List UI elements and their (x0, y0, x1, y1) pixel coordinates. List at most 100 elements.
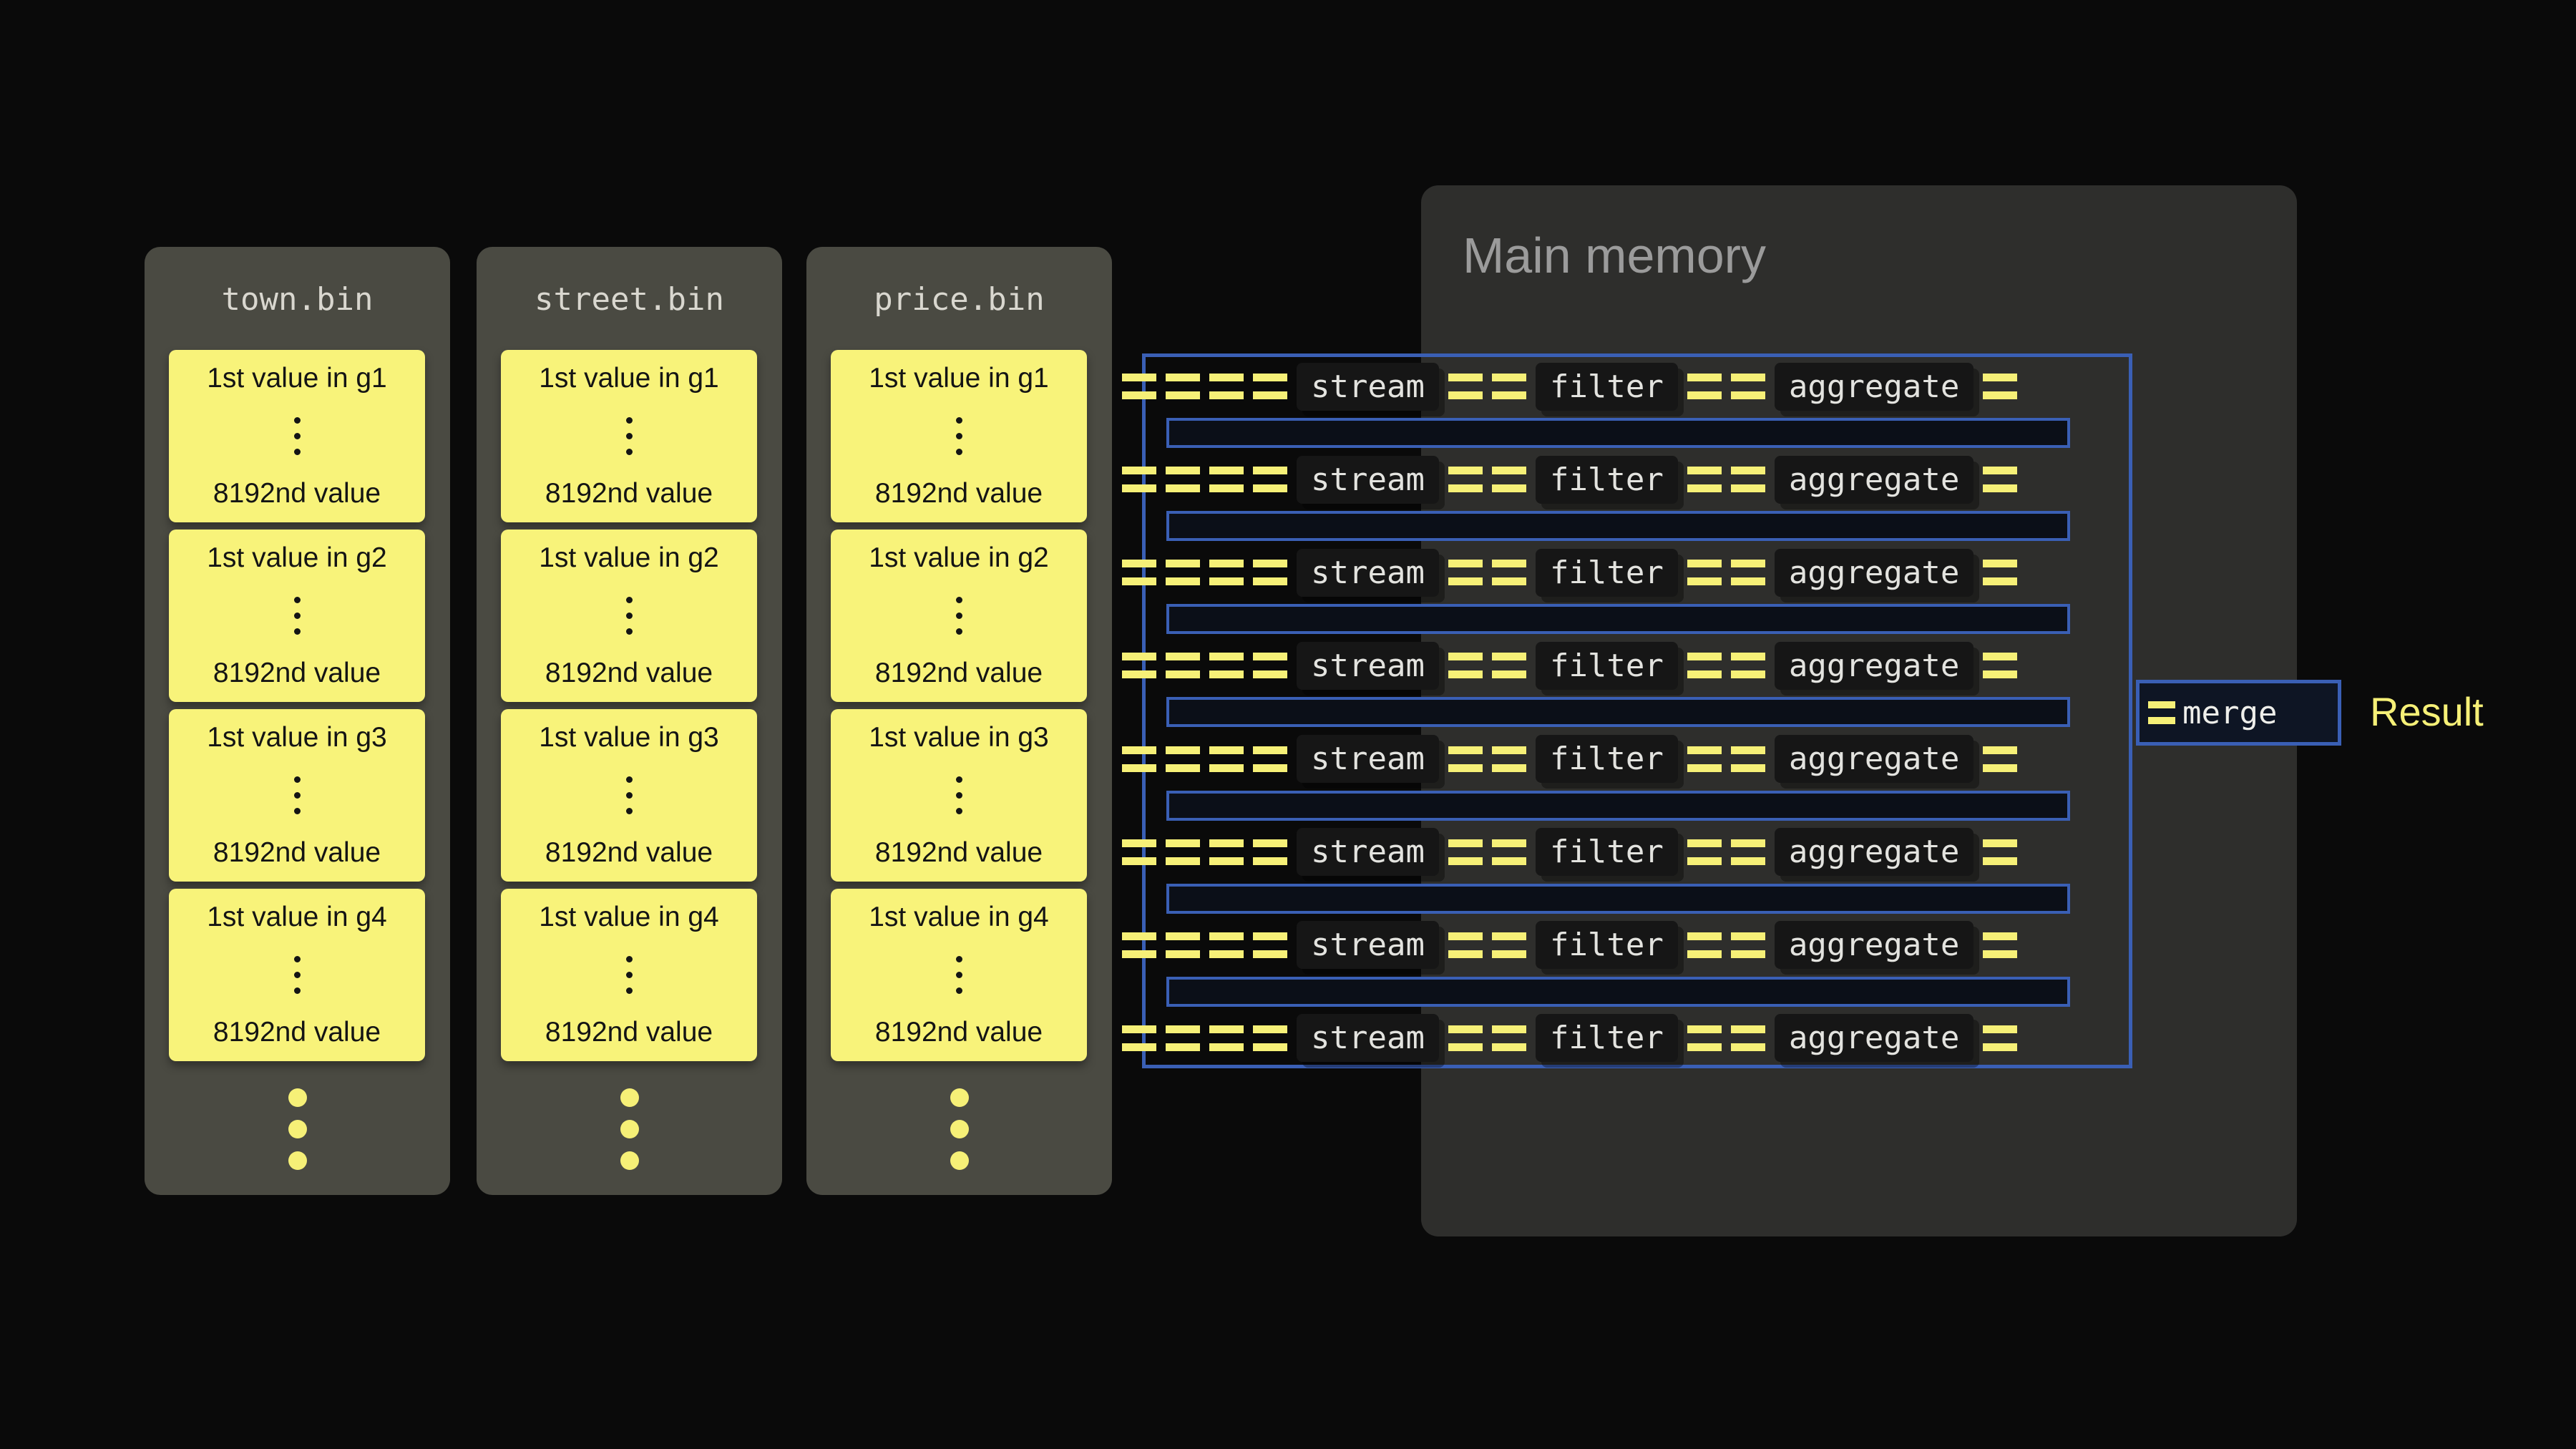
stage-pill-filter: filter (1535, 1014, 1678, 1063)
file-column: price.bin 1st value in g1 8192nd value 1… (806, 247, 1112, 1195)
equals-dash-icon (1983, 746, 2018, 772)
stage-pill-stream: stream (1297, 641, 1439, 690)
ellipsis-dot-icon (293, 956, 301, 962)
value-card: 1st value in g3 8192nd value (831, 709, 1087, 882)
stage-pill-aggregate: aggregate (1774, 641, 1974, 690)
equals-dash-icon (1122, 746, 1156, 772)
equals-dash-icon (1448, 560, 1483, 586)
file-title: street.bin (535, 281, 724, 318)
card-ellipsis (293, 956, 301, 994)
card-last-label: 8192nd value (213, 837, 381, 868)
value-card: 1st value in g3 8192nd value (169, 709, 425, 882)
ellipsis-dot-icon (293, 613, 301, 619)
stage-pill-aggregate: aggregate (1774, 362, 1974, 411)
equals-dash-icon (1253, 1025, 1287, 1051)
equals-dash-icon (1448, 467, 1483, 493)
card-last-label: 8192nd value (545, 478, 713, 509)
equals-dash-icon (1448, 746, 1483, 772)
equals-dash-icon (1491, 839, 1526, 865)
ellipsis-dot-icon (293, 776, 301, 783)
connector-lane (1166, 604, 2070, 635)
card-ellipsis (955, 417, 962, 455)
equals-dash-icon (1448, 374, 1483, 399)
ellipsis-dot-icon (293, 433, 301, 439)
ellipsis-dot-icon (625, 776, 633, 783)
value-card: 1st value in g2 8192nd value (831, 530, 1087, 702)
equals-dash-icon (1687, 839, 1722, 865)
stage-pill-stream: stream (1297, 1014, 1439, 1063)
value-card: 1st value in g2 8192nd value (501, 530, 757, 702)
card-first-label: 1st value in g3 (539, 722, 719, 753)
card-last-label: 8192nd value (874, 837, 1043, 868)
column-ellipsis (950, 1088, 969, 1170)
ellipsis-dot-icon (288, 1088, 307, 1107)
card-last-label: 8192nd value (213, 1017, 381, 1048)
value-card: 1st value in g4 8192nd value (501, 889, 757, 1061)
ellipsis-dot-icon (625, 628, 633, 635)
value-card: 1st value in g2 8192nd value (169, 530, 425, 702)
ellipsis-dot-icon (955, 628, 962, 635)
equals-dash-icon (1983, 653, 2018, 679)
card-first-label: 1st value in g3 (869, 722, 1049, 753)
stage-pill-stream: stream (1297, 921, 1439, 970)
card-last-label: 8192nd value (213, 658, 381, 688)
equals-dash-icon (1253, 467, 1287, 493)
result-label: Result (2370, 689, 2484, 734)
file-title: price.bin (874, 281, 1045, 318)
card-last-label: 8192nd value (545, 1017, 713, 1048)
card-first-label: 1st value in g1 (207, 363, 387, 394)
equals-dash-icon (1448, 653, 1483, 679)
ellipsis-dot-icon (293, 972, 301, 978)
equals-dash-icon (1983, 1025, 2018, 1051)
card-ellipsis (955, 776, 962, 814)
ellipsis-dot-icon (950, 1088, 969, 1107)
ellipsis-dot-icon (625, 987, 633, 994)
stage-pill-stream: stream (1297, 362, 1439, 411)
equals-dash-icon (1448, 839, 1483, 865)
equals-dash-icon (1983, 467, 2018, 493)
value-card: 1st value in g1 8192nd value (831, 350, 1087, 522)
value-card: 1st value in g4 8192nd value (831, 889, 1087, 1061)
connector-lane (1166, 883, 2070, 914)
equals-dash-icon (1687, 746, 1722, 772)
value-card: 1st value in g3 8192nd value (501, 709, 757, 882)
card-last-label: 8192nd value (545, 658, 713, 688)
card-last-label: 8192nd value (213, 478, 381, 509)
stage-pill-aggregate: aggregate (1774, 828, 1974, 877)
equals-dash-icon (1166, 932, 1200, 958)
card-ellipsis (625, 776, 633, 814)
ellipsis-dot-icon (293, 449, 301, 455)
ellipsis-dot-icon (625, 449, 633, 455)
ellipsis-dot-icon (625, 417, 633, 424)
ellipsis-dot-icon (955, 987, 962, 994)
equals-dash-icon (1730, 1025, 1765, 1051)
ellipsis-dot-icon (625, 972, 633, 978)
equals-dash-icon (1166, 374, 1200, 399)
card-ellipsis (293, 776, 301, 814)
card-ellipsis (955, 597, 962, 635)
pipeline-container (1142, 353, 2132, 1068)
equals-dash-icon (1122, 467, 1156, 493)
ellipsis-dot-icon (293, 987, 301, 994)
equals-dash-icon (1209, 374, 1244, 399)
ellipsis-dot-icon (625, 792, 633, 799)
equals-dash-icon (1730, 932, 1765, 958)
equals-dash-icon (1253, 653, 1287, 679)
stage-pill-aggregate: aggregate (1774, 1014, 1974, 1063)
card-last-label: 8192nd value (874, 478, 1043, 509)
equals-dash-icon (1209, 932, 1244, 958)
equals-dash-icon (1687, 653, 1722, 679)
equals-dash-icon (1166, 1025, 1200, 1051)
main-memory-title: Main memory (1463, 228, 1766, 283)
equals-dash-icon (1730, 467, 1765, 493)
stage-pill-filter: filter (1535, 455, 1678, 504)
equals-dash-icon (1122, 1025, 1156, 1051)
ellipsis-dot-icon (620, 1120, 639, 1138)
ellipsis-dot-icon (955, 417, 962, 424)
connector-lane (1166, 976, 2070, 1007)
equals-dash-icon (1983, 560, 2018, 586)
